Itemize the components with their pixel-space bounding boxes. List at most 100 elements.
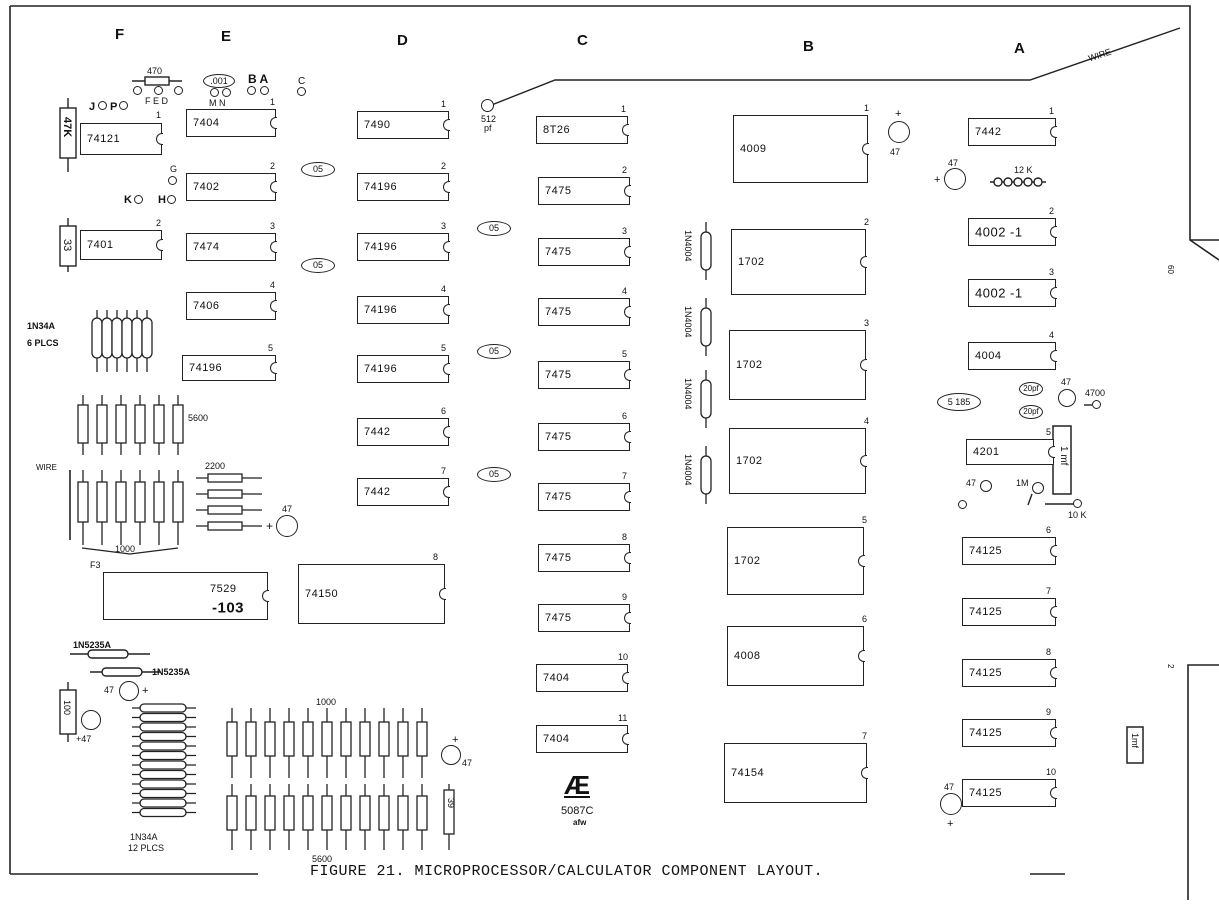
cap-20pf-1: 20pf: [1019, 382, 1043, 396]
ic-position: 1: [864, 103, 870, 113]
cap-001: .001: [203, 74, 235, 88]
cap-05-5: 05: [477, 467, 511, 482]
ic-part-number: 8T26: [543, 124, 571, 136]
diode-1n34a-12: [132, 788, 196, 799]
ic-part-number: 4009: [740, 143, 767, 155]
label-47-bottom: 47: [944, 782, 955, 792]
label-j: J: [89, 101, 96, 113]
resistor-470: [132, 76, 182, 86]
diode-1n34a: [111, 310, 123, 372]
label-10k: 10 K: [1068, 510, 1087, 520]
resistor-47k: [59, 98, 77, 172]
ic-part-number: 7402: [193, 181, 220, 193]
ic-position: 5: [441, 343, 447, 353]
label-2200: 2200: [205, 461, 226, 471]
pad-b: [247, 86, 256, 95]
ic-part-number: 7401: [87, 239, 114, 251]
ic-position: 5: [1046, 427, 1052, 437]
board-code: 5087C: [561, 805, 594, 817]
ic-part-suffix: -103: [212, 599, 245, 617]
ic-d2: 74196: [357, 173, 450, 201]
ic-part-number: 7404: [543, 672, 570, 684]
ic-part-number: 7475: [545, 552, 572, 564]
ic-e3: 7474: [186, 233, 277, 261]
label-12-plcs: 12 PLCS: [128, 843, 165, 853]
resistor-2200: [196, 521, 262, 531]
column-label-d: D: [397, 32, 408, 49]
ic-part-number: 7475: [545, 369, 572, 381]
ic-part-number: 4002 -1: [975, 224, 1023, 240]
label-470: 470: [147, 66, 163, 76]
column-label-f: F: [115, 26, 125, 43]
ic-position: 3: [441, 221, 447, 231]
pad-h: [167, 195, 176, 204]
ic-part-number: 7442: [364, 486, 391, 498]
resistor-1000-bottom: [397, 708, 409, 778]
ic-position: 4: [1049, 330, 1055, 340]
label-wire-left: WIRE: [36, 463, 57, 472]
label-1000-bottom: 1000: [316, 697, 337, 707]
ic-position: 7: [862, 731, 868, 741]
resistor-5600: [153, 395, 165, 455]
label-1n4004-2: 1N4004: [683, 306, 693, 338]
board-outline: [10, 5, 1219, 261]
resistor-5600-bottom: [321, 784, 333, 850]
column-label-c: C: [577, 32, 588, 49]
cap-05-3: 05: [477, 221, 511, 236]
ic-f3: 7529 -103: [103, 572, 269, 620]
label-edge-2: 2: [1166, 664, 1175, 669]
resistor-1000-bottom: [416, 708, 428, 778]
diode-1n34a: [101, 310, 113, 372]
ic-part-number: 7442: [975, 126, 1002, 138]
pad-m: [210, 88, 219, 97]
label-1n4004-1: 1N4004: [683, 230, 693, 262]
ic-position: 3: [864, 318, 870, 328]
ic-a2: 4002 -1: [968, 218, 1057, 246]
diode-1n4004: [700, 370, 712, 428]
label-47-resistor-network: 47: [462, 758, 473, 768]
ic-part-number: 74196: [364, 241, 398, 253]
ic-b5: 1702: [727, 527, 865, 595]
ic-b7: 74154: [724, 743, 868, 803]
ic-position: 2: [441, 161, 447, 171]
plus-mid: +: [266, 519, 274, 533]
ic-part-number: 74150: [305, 588, 339, 600]
resistor-5600-bottom: [359, 784, 371, 850]
resistor-5600-bottom: [416, 784, 428, 850]
resistor-39: [443, 784, 455, 850]
pad-10k: [1073, 499, 1082, 508]
ic-position: 8: [1046, 647, 1052, 657]
ic-part-number: 7404: [193, 117, 220, 129]
ic-part-number: 74121: [87, 133, 121, 145]
resistor-5600: [77, 395, 89, 455]
resistor-1000: [172, 470, 184, 545]
pad-a: [260, 86, 269, 95]
resistor-5600-bottom: [302, 784, 314, 850]
plus-b1: +: [895, 108, 902, 120]
plus-bottom: +: [947, 818, 954, 830]
ic-d5: 74196: [357, 355, 450, 383]
ic-c8: 7475: [538, 544, 631, 572]
resistor-1000-bottom: [226, 708, 238, 778]
ic-position: 6: [441, 406, 447, 416]
cap-47-resistor-network: [441, 745, 461, 765]
label-47k: 47K: [61, 117, 73, 138]
diode-1n34a-12: [132, 760, 196, 770]
ic-position: 1: [1049, 106, 1055, 116]
label-33: 33: [61, 239, 73, 252]
ic-part-number: 4201: [973, 446, 1000, 458]
ic-d6: 7442: [357, 418, 450, 446]
resistor-2200: [196, 505, 262, 515]
ic-position: 7: [1046, 586, 1052, 596]
ic-f1: 74121: [80, 123, 163, 155]
ic-part-number: 74196: [364, 181, 398, 193]
ic-position: 6: [622, 411, 628, 421]
ic-part-number: 7475: [545, 612, 572, 624]
maker-logo: Æ: [564, 770, 590, 800]
ic-position: 10: [1046, 767, 1057, 777]
ic-part-number: 4004: [975, 350, 1002, 362]
ic-d3: 74196: [357, 233, 450, 261]
board-right-lower: [1187, 664, 1219, 900]
label-1n34a-6: 1N34A: [27, 321, 56, 331]
